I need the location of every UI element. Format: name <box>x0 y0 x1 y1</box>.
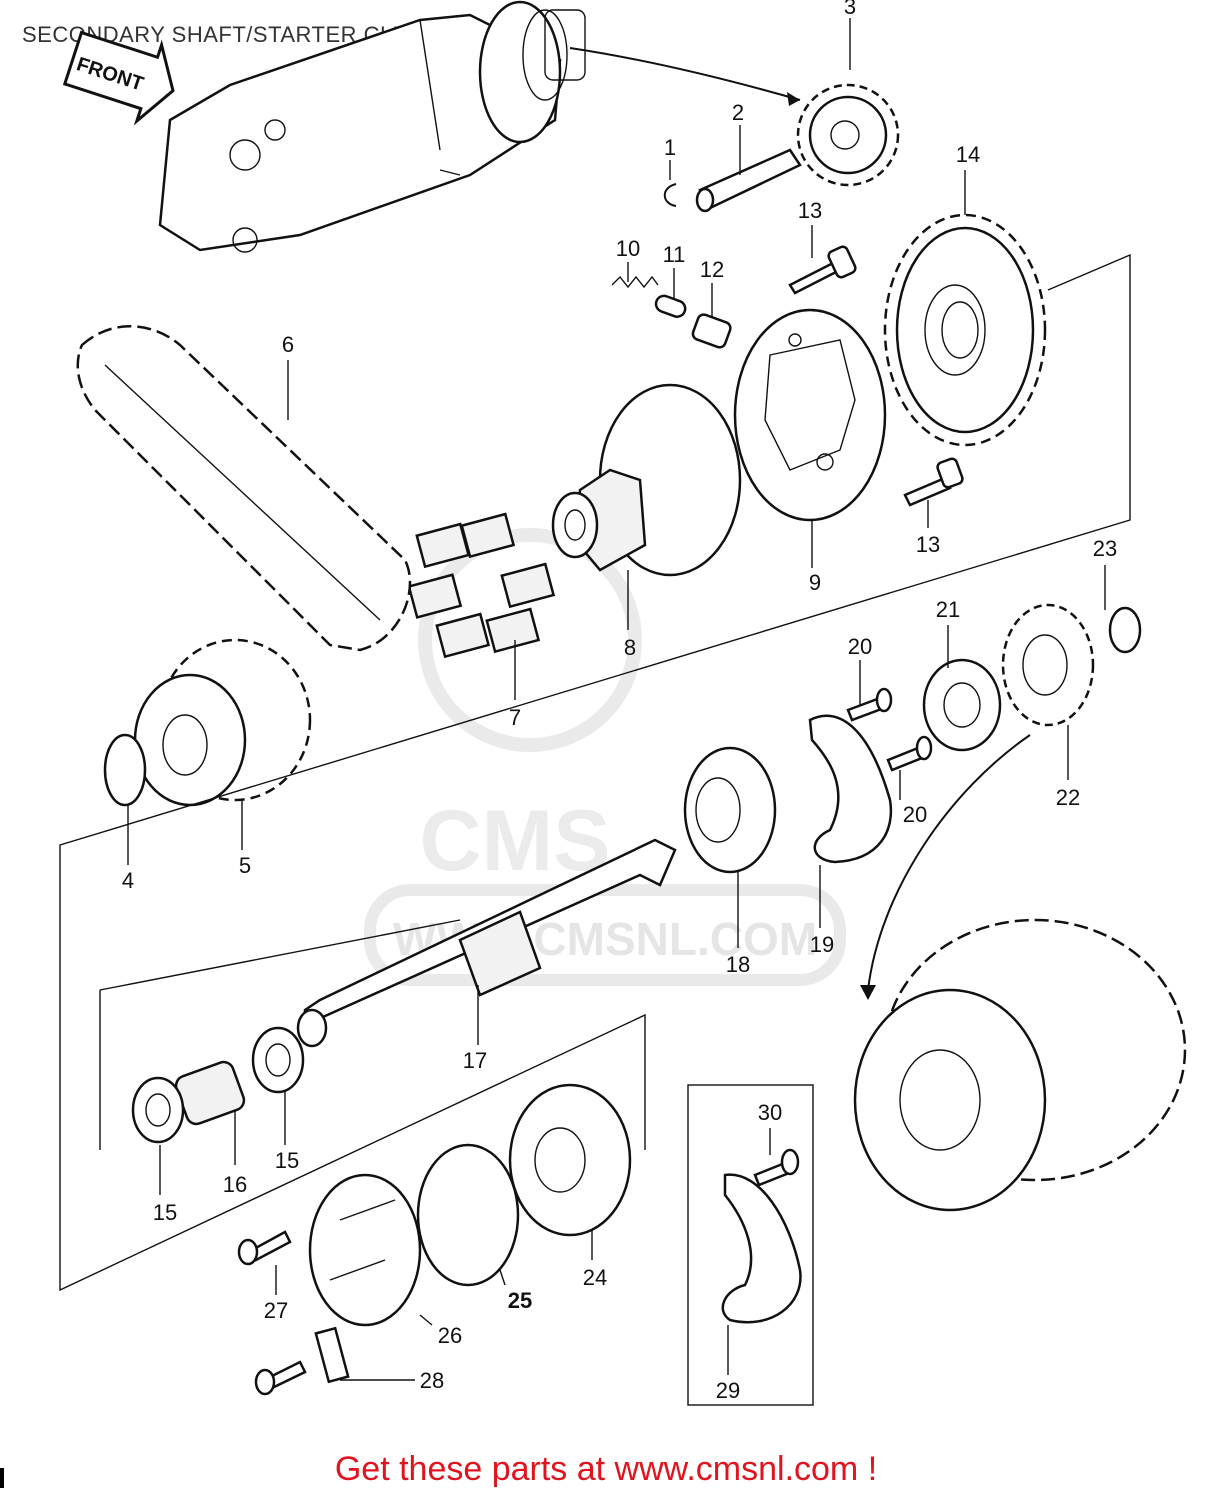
part-11-pin <box>654 294 687 318</box>
leader-lines <box>127 18 1106 1381</box>
callout-17: 17 <box>463 1048 487 1073</box>
part-3-gear <box>796 83 900 187</box>
arrow-3-head <box>787 92 800 106</box>
part-15-washer-right <box>251 1026 305 1094</box>
callout-22: 22 <box>1056 785 1080 810</box>
callout-20-lower: 20 <box>903 802 927 827</box>
callout-13-top: 13 <box>798 198 822 223</box>
part-9-clutch-outer <box>733 308 887 522</box>
part-22-sprocket <box>1001 603 1095 727</box>
callout-21: 21 <box>936 597 960 622</box>
callout-16: 16 <box>223 1172 247 1197</box>
part-12-roller <box>691 313 732 349</box>
callout-9: 9 <box>809 570 821 595</box>
callout-11: 11 <box>663 242 686 267</box>
callout-20-upper: 20 <box>848 634 872 659</box>
part-5-gear <box>133 638 312 807</box>
part-2-shaft <box>695 148 802 213</box>
arrow-22-head <box>860 985 876 1000</box>
callout-24: 24 <box>583 1265 607 1290</box>
part-15-washer-left <box>131 1076 185 1144</box>
callout-19: 19 <box>810 932 834 957</box>
part-13-bolt-lower <box>903 457 964 507</box>
callout-27: 27 <box>264 1298 288 1323</box>
callout-12: 12 <box>700 257 724 282</box>
part-19-plate <box>808 714 893 864</box>
part-8-hub <box>551 383 742 577</box>
callout-labels: 1 2 3 4 5 6 7 8 9 10 11 12 13 13 14 15 1… <box>122 0 1117 1403</box>
callout-1: 1 <box>664 135 676 160</box>
part-23-circlip <box>1108 606 1142 654</box>
part-7-damper-rubbers <box>407 512 556 659</box>
callout-26: 26 <box>438 1323 462 1348</box>
callout-5: 5 <box>239 853 251 878</box>
part-10-spring <box>611 275 659 289</box>
callout-29: 29 <box>716 1378 740 1403</box>
callout-28: 28 <box>420 1368 444 1393</box>
callout-25: 25 <box>508 1288 532 1313</box>
part-17-shaft <box>296 838 677 1048</box>
callout-15-left: 15 <box>153 1200 177 1225</box>
clutch-housing <box>853 918 1187 1212</box>
callout-8: 8 <box>624 635 636 660</box>
callout-3: 3 <box>844 0 856 19</box>
front-arrow: FRONT <box>62 30 175 126</box>
part-25-o-ring <box>416 1143 520 1287</box>
callout-18: 18 <box>726 952 750 977</box>
callout-15-right: 15 <box>275 1148 299 1173</box>
footer-link-text[interactable]: Get these parts at www.cmsnl.com ! <box>334 1450 878 1488</box>
part-29-plate <box>721 1173 802 1324</box>
part-6-chain <box>76 325 412 652</box>
callout-7: 7 <box>509 705 521 730</box>
part-20-screw-lower <box>886 735 933 772</box>
callout-23: 23 <box>1093 536 1117 561</box>
callout-30: 30 <box>758 1100 782 1125</box>
part-13-bolt-top <box>788 245 857 295</box>
assembly-frames <box>59 253 1131 1406</box>
starter-motor <box>158 0 586 253</box>
part-21-washer <box>922 658 1002 752</box>
watermark-brand: CMS <box>419 793 610 889</box>
callout-6: 6 <box>282 332 294 357</box>
part-14-sprocket <box>883 213 1047 447</box>
part-30-screw <box>753 1148 800 1187</box>
part-16-needle-bearing <box>174 1060 246 1126</box>
callout-10: 10 <box>616 236 640 261</box>
callout-14: 14 <box>956 142 980 167</box>
part-27-bolt-upper <box>237 1230 292 1266</box>
part-4-circlip <box>103 733 147 807</box>
part-28-clamp <box>314 1326 350 1384</box>
arrow-22-to-housing <box>867 734 1031 991</box>
callout-13-lower: 13 <box>916 532 940 557</box>
callout-2: 2 <box>732 100 744 125</box>
corner-mark <box>0 1468 4 1488</box>
part-20-screw-upper <box>846 687 893 722</box>
part-18-bearing <box>683 746 777 874</box>
callout-4: 4 <box>122 868 134 893</box>
arrow-3 <box>569 47 801 101</box>
part-1-clip <box>663 183 677 207</box>
part-27-bolt-lower <box>254 1360 307 1396</box>
part-24-ball-bearing <box>508 1083 632 1237</box>
part-26-cover <box>308 1173 422 1327</box>
